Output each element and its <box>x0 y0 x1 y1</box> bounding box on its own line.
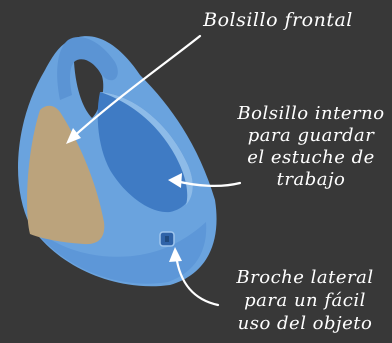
bag-handle <box>57 36 118 100</box>
callout-side-clasp: Broche lateral para un fácil uso del obj… <box>236 267 374 334</box>
arrowhead-side-clasp <box>169 247 182 262</box>
arrow-inner-pocket <box>174 179 242 187</box>
front-pocket-panel <box>27 105 105 245</box>
callout-inner-pocket: Bolsillo interno para guardar el estuche… <box>237 103 385 190</box>
arrowhead-front-pocket <box>66 128 81 144</box>
inner-pocket-rim <box>100 92 193 205</box>
side-clasp-pin <box>165 236 169 242</box>
inner-pocket <box>97 92 193 213</box>
callout-front-pocket: Bolsillo frontal <box>203 9 353 31</box>
arrow-front-pocket <box>70 34 202 140</box>
arrowhead-inner-pocket <box>168 173 182 188</box>
bag-bottom-band <box>28 222 207 284</box>
handle-opening <box>74 59 104 118</box>
arrow-side-clasp <box>174 253 220 307</box>
